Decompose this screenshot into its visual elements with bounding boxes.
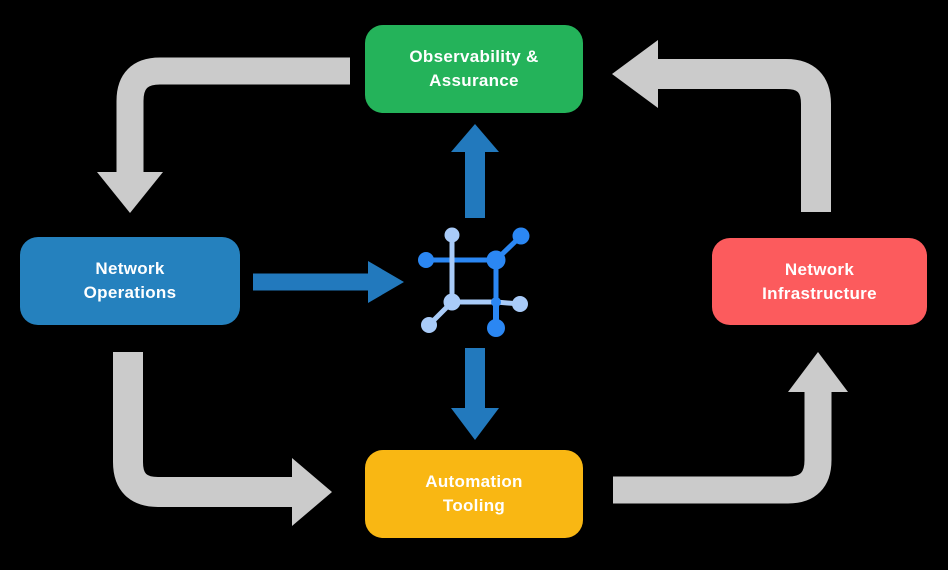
node-label-line: Tooling [442,496,506,515]
cycle-arrow-observability-to-operations [97,57,350,213]
node-label-line: Network [95,259,165,279]
network-mesh-icon [418,227,530,337]
node-automation-tooling: Automation Tooling [365,450,583,538]
cycle-arrow-automation-to-infrastructure [613,352,848,504]
node-network-operations: Network Operations [20,237,240,325]
node-label-line: Network [784,259,855,279]
flow-arrow-center-to-automation [451,348,499,440]
node-observability-assurance: Observability & Assurance [365,25,583,113]
node-label-line: Infrastructure [762,283,877,303]
cycle-arrow-operations-to-automation [113,352,332,526]
node-label-line: Observability & [409,47,539,67]
cycle-arrow-infrastructure-to-observability [612,40,831,212]
node-network-infrastructure: Network Infrastructure [712,238,927,325]
node-label-line: Operations [83,283,177,302]
flow-arrow-center-to-observability [451,124,499,218]
node-label-line: Assurance [429,71,519,90]
node-label-line: Automation [425,472,523,492]
flow-arrow-operations-to-center [253,261,404,303]
